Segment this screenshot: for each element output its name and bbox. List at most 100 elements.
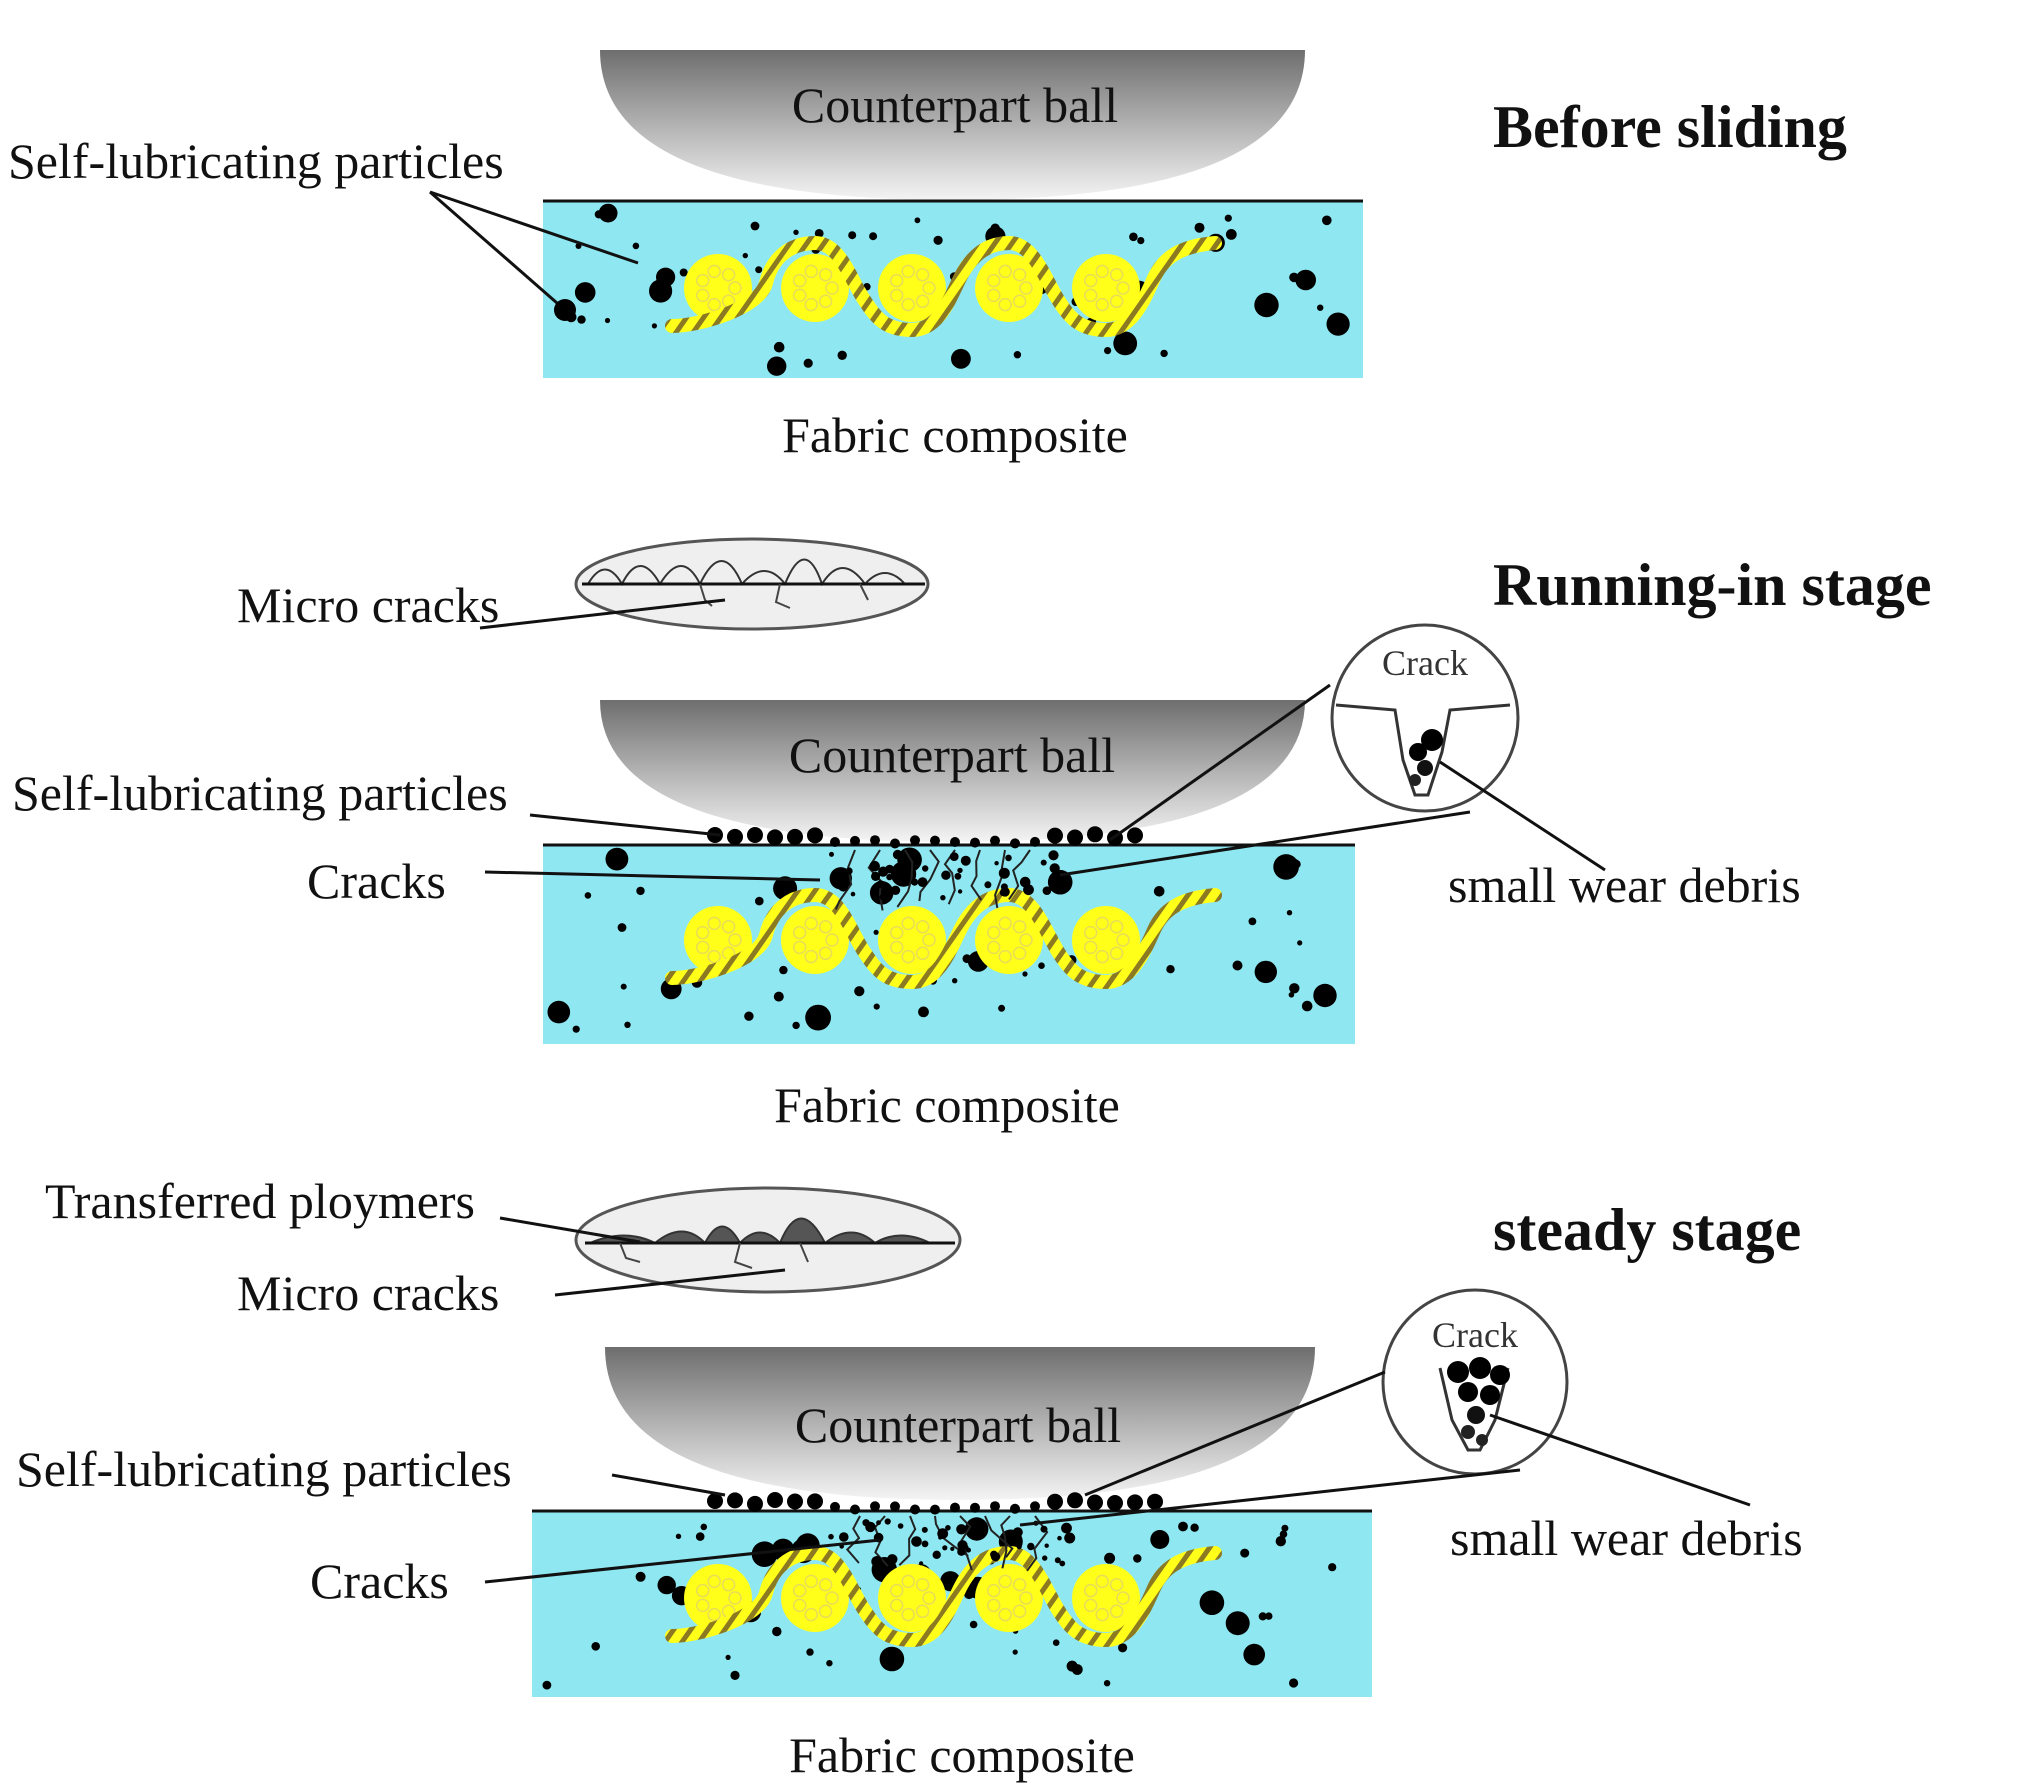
fiber-filament [1012, 1604, 1027, 1619]
fiber-filament [1083, 925, 1098, 940]
particle-dot [869, 232, 878, 241]
surface-particle [787, 1493, 803, 1510]
surface-particle [747, 1495, 763, 1512]
fiber-filament [1109, 267, 1124, 282]
debris-dot [919, 1561, 924, 1566]
fiber-filament [1109, 946, 1124, 961]
fiber-filament [825, 281, 839, 295]
fiber-filament [901, 1607, 915, 1622]
debris-dot [922, 865, 929, 872]
particle-dot [1113, 331, 1138, 356]
fiber-filament [1019, 1591, 1033, 1605]
fiber-filament [707, 1607, 721, 1622]
fabric-weave [665, 887, 1222, 990]
debris-dot [876, 1520, 881, 1526]
crack-debris [1447, 1357, 1510, 1446]
surface-particle [1107, 1495, 1123, 1511]
particle-dot [873, 929, 879, 935]
surface-particle [1147, 1493, 1163, 1510]
yarn [665, 235, 1222, 338]
particle-dot [792, 1021, 800, 1030]
particle-dot [624, 1021, 631, 1028]
fiber-filament [915, 294, 930, 309]
fiber-bundle [975, 906, 1043, 974]
crack-line [943, 849, 956, 905]
fiber-bundle [878, 906, 946, 974]
particle-dot [806, 1648, 814, 1656]
yarn [665, 1545, 1222, 1648]
fiber-filament [707, 949, 721, 964]
leader-cracks [484, 870, 821, 882]
fiber-filament [901, 949, 915, 964]
particle-dot [814, 229, 824, 238]
particle-dot [617, 923, 627, 932]
particle-dot [1258, 1612, 1267, 1621]
particle-dot [933, 235, 943, 245]
fiber-filament [1109, 294, 1124, 309]
debris-dot [950, 1546, 955, 1551]
fiber-filament [818, 294, 833, 309]
particle-dot [1022, 971, 1028, 977]
surface-particle [707, 1493, 723, 1509]
particle-dot [1289, 983, 1300, 994]
particle-dot [594, 210, 603, 219]
debris-dot [938, 1535, 943, 1540]
fiber-filament [721, 919, 736, 934]
crack-line [970, 849, 983, 901]
particle-dot [1326, 312, 1350, 336]
particle-dot [848, 231, 857, 240]
fiber-filament [915, 946, 930, 961]
fiber-filament [998, 297, 1012, 312]
debris-dot [921, 1526, 928, 1533]
fiber-filament [728, 933, 742, 947]
stage-title: steady stage [1493, 1197, 1801, 1263]
particle-dot [964, 1588, 975, 1600]
surface-particle [890, 1501, 900, 1512]
debris-dot [917, 877, 928, 887]
fiber-filament [1083, 940, 1098, 955]
fiber-filament [695, 925, 710, 940]
debris-dot [829, 851, 834, 857]
particle-dot [998, 1004, 1006, 1012]
particle-dot [1104, 347, 1112, 355]
fiber-filament [1109, 1604, 1124, 1619]
particle-dot [793, 229, 799, 235]
particles-label: Self-lubricating particles [8, 133, 504, 189]
particle-dot [962, 954, 972, 964]
surface-particle [1087, 826, 1103, 843]
leader-inset-b [1019, 1468, 1521, 1527]
particle-dot [1275, 1536, 1287, 1547]
particle-dot [897, 1523, 904, 1529]
debris-dot [887, 1554, 898, 1565]
fiber-bundle [878, 1564, 946, 1632]
particle-dot [1178, 1521, 1188, 1532]
fiber-filament [804, 264, 818, 279]
fiber-filament [1095, 916, 1109, 931]
particle-dot [1129, 232, 1138, 242]
debris-dot [1023, 884, 1034, 896]
surface-particles [707, 1492, 1163, 1515]
debris-dot [966, 1547, 971, 1553]
surface-particle [1047, 1493, 1063, 1510]
particle-dot [837, 350, 847, 360]
fiber-filament [915, 1577, 930, 1592]
particle-dot [635, 1571, 646, 1582]
particle-dot [1047, 869, 1073, 895]
surface-particles [707, 826, 1143, 849]
debris-dot [871, 889, 877, 895]
particle-dot [952, 978, 958, 984]
leader-debris [1439, 760, 1606, 872]
particle-dot [750, 221, 760, 231]
debris-dot [1042, 886, 1052, 895]
debris-dot [1064, 1532, 1076, 1544]
surface-particle [747, 827, 763, 843]
micro-crack-fissures [699, 583, 869, 609]
debris-dot [1027, 1542, 1035, 1551]
fiber-filament [1083, 1583, 1098, 1598]
fiber-bundle [781, 1564, 849, 1632]
particle-dot [869, 881, 894, 905]
particle-dot [604, 317, 611, 324]
debris-dot [956, 1524, 967, 1535]
particle-dot [921, 1540, 929, 1548]
fiber-filament [998, 264, 1012, 279]
